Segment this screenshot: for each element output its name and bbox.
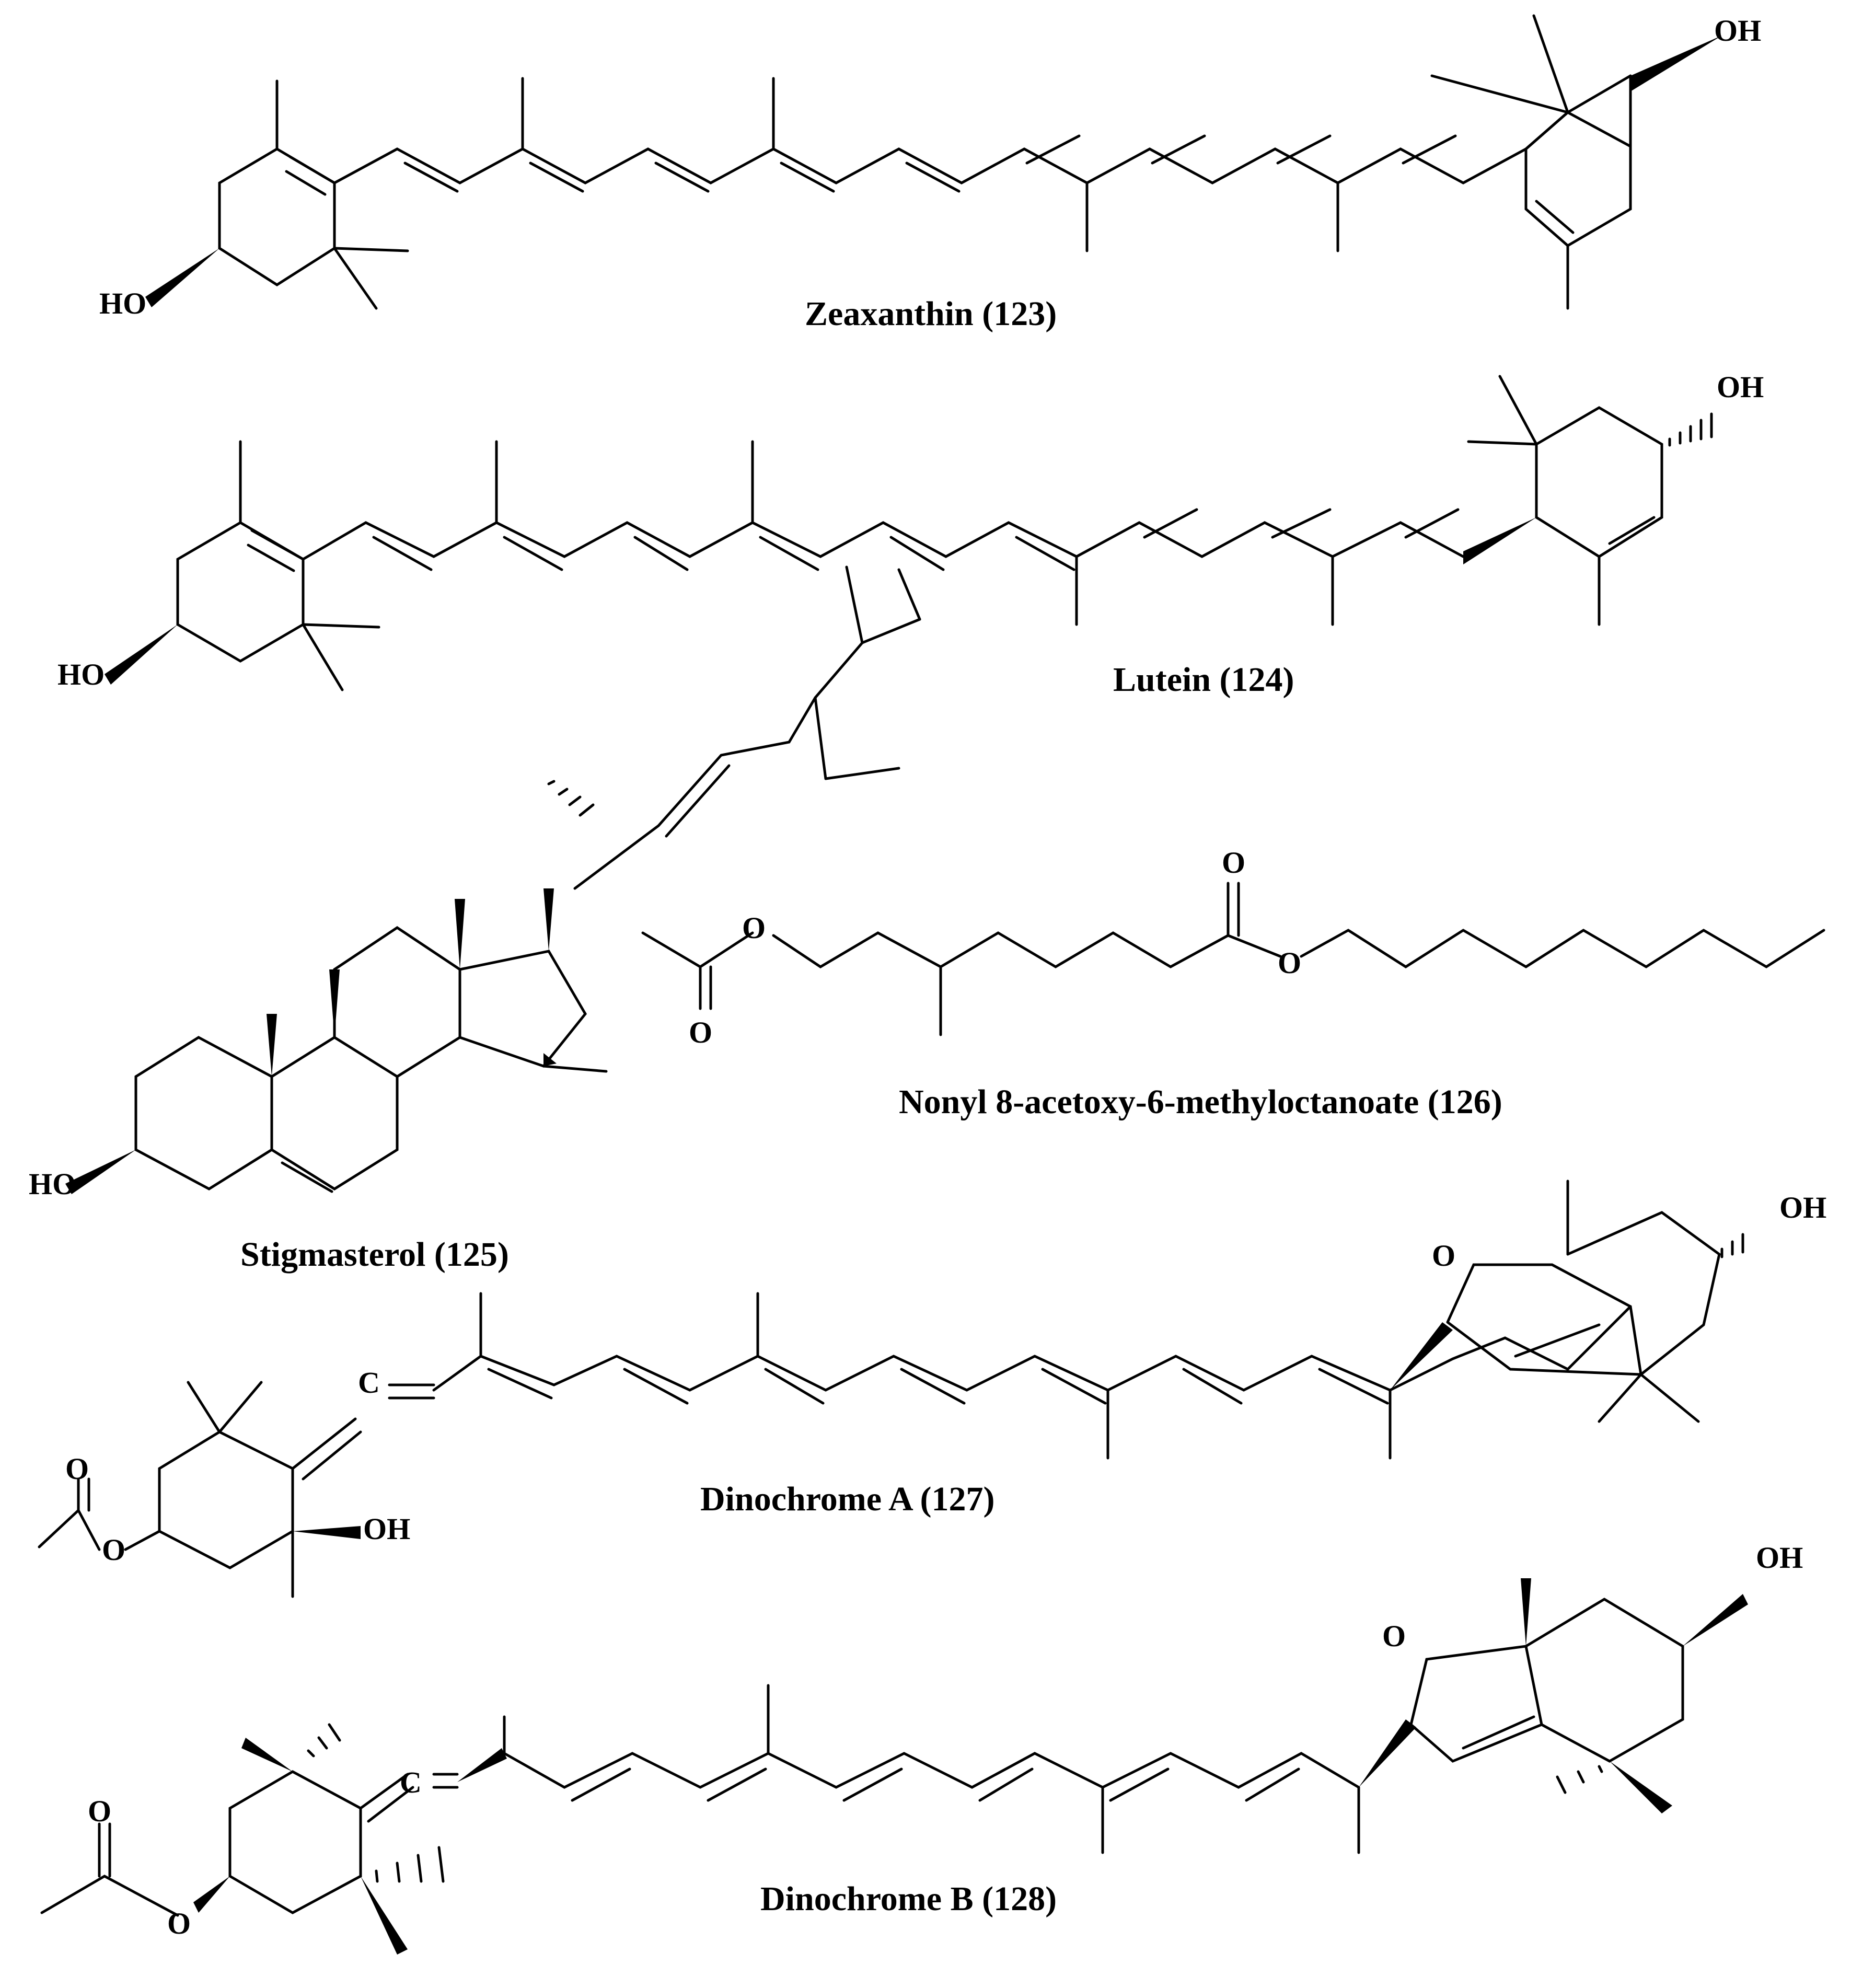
- wedge-bond: [329, 969, 340, 1037]
- compound-label-nonyl: Nonyl 8-acetoxy-6-methyloctanoate (126): [899, 1083, 1502, 1121]
- compound-label-lutein: Lutein (124): [1113, 661, 1294, 699]
- atom-o: O: [1278, 946, 1301, 980]
- atom-ho: HO: [99, 286, 146, 320]
- wedge-bond: [1390, 1322, 1453, 1390]
- atom-o: O: [1222, 846, 1245, 880]
- atom-o: O: [742, 911, 766, 945]
- wedge-bond: [361, 1876, 408, 1955]
- atom-o: O: [1432, 1239, 1455, 1273]
- wedge-bond: [105, 625, 178, 685]
- compound-label-stigmasterol: Stigmasterol (125): [240, 1235, 509, 1274]
- wedge-bond: [1630, 36, 1722, 91]
- hash-bond: [547, 780, 595, 817]
- wedge-bond: [543, 888, 554, 951]
- wedge-bond: [293, 1526, 361, 1539]
- structure-nonyl: O O O O Nonyl 8-acetoxy-6-methyloctanoat…: [641, 846, 1825, 1121]
- compound-label-dinochrome-b: Dinochrome B (128): [760, 1880, 1057, 1918]
- atom-oh: OH: [1756, 1541, 1803, 1575]
- structure-dinochrome-a: O OH C O O OH Dinochrome A (127): [38, 1180, 1826, 1598]
- wedge-bond: [267, 1014, 277, 1077]
- atom-oh: OH: [1717, 370, 1764, 404]
- atom-o: O: [65, 1452, 89, 1486]
- atom-o: O: [689, 1015, 712, 1049]
- hash-bond: [1668, 412, 1713, 447]
- compound-label-dinochrome-a: Dinochrome A (127): [700, 1480, 994, 1518]
- wedge-bond: [543, 1053, 557, 1066]
- atom-oh: OH: [1714, 14, 1761, 48]
- hash-bond: [1720, 1233, 1744, 1258]
- compound-label-zeaxanthin: Zeaxanthin (123): [805, 295, 1057, 333]
- structure-zeaxanthin: HO OH Zeaxanthin (123): [99, 14, 1761, 333]
- atom-c: C: [358, 1366, 380, 1400]
- wedge-bond: [1359, 1719, 1416, 1787]
- atom-o: O: [167, 1906, 191, 1940]
- atom-o: O: [102, 1533, 125, 1567]
- structure-stigmasterol: HO Stigmasterol (125): [29, 565, 921, 1274]
- wedge-bond: [65, 1150, 136, 1194]
- wedge-bond: [193, 1876, 230, 1913]
- wedge-bond: [457, 1748, 507, 1782]
- wedge-bond: [1521, 1578, 1531, 1646]
- atom-oh: OH: [1779, 1191, 1826, 1224]
- wedge-bond: [145, 248, 219, 307]
- atom-o: O: [1382, 1619, 1406, 1653]
- structure-dinochrome-b: O OH C O O Dinochrome B (128): [40, 1541, 1803, 1955]
- structure-lutein: HO OH Lutein (124): [57, 370, 1764, 699]
- wedge-bond: [241, 1738, 293, 1772]
- hash-bond: [307, 1723, 341, 1758]
- wedge-bond: [1683, 1594, 1748, 1646]
- atom-oh: OH: [363, 1512, 410, 1546]
- atom-ho: HO: [57, 657, 105, 691]
- wedge-bond: [1463, 517, 1536, 564]
- hash-bond: [375, 1846, 445, 1883]
- atom-o: O: [88, 1794, 111, 1828]
- atom-ho: HO: [29, 1167, 76, 1201]
- atom-c: C: [400, 1765, 422, 1799]
- wedge-bond: [1610, 1761, 1672, 1813]
- wedge-bond: [455, 899, 465, 969]
- hash-bond: [1556, 1765, 1603, 1794]
